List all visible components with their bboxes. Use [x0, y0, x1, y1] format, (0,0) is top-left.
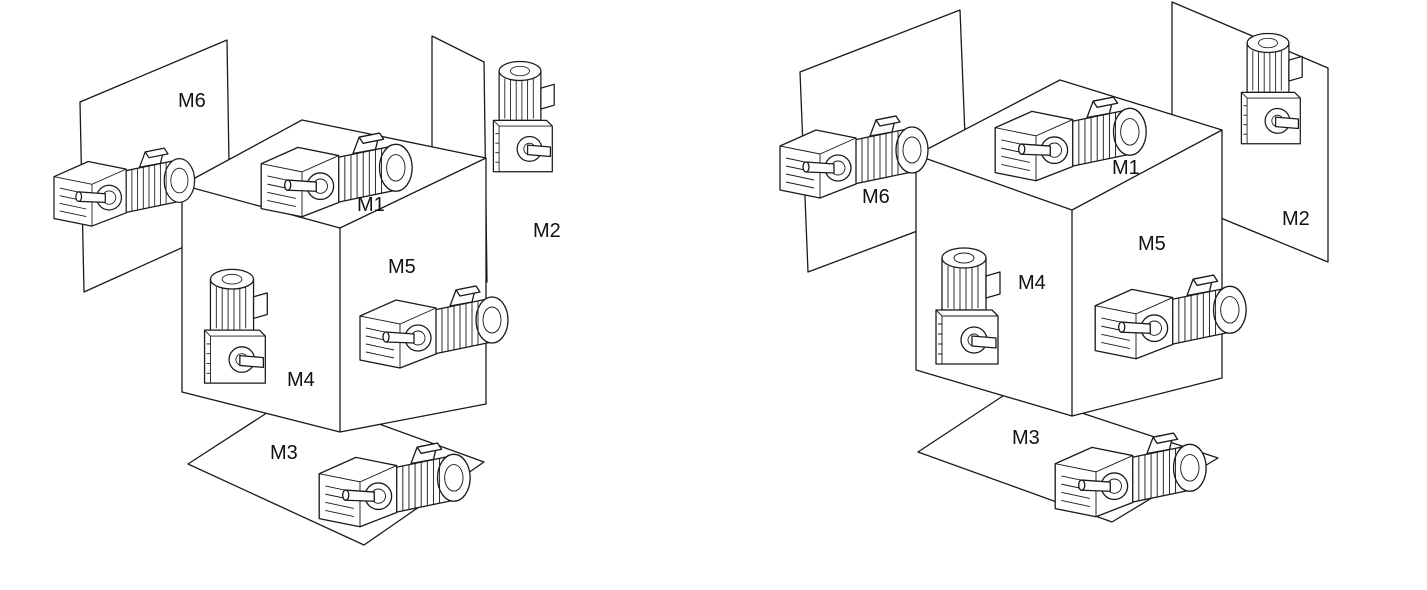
- right-label-m2: M2: [1282, 208, 1310, 230]
- right-label-m4: M4: [1018, 272, 1046, 294]
- left-label-m3: M3: [270, 442, 298, 464]
- right-motor-m2: [1240, 32, 1303, 145]
- left-motor-m3: [318, 442, 471, 528]
- right-motor-m3: [1054, 432, 1207, 518]
- right-label-m6: M6: [862, 186, 890, 208]
- left-label-m6: M6: [178, 90, 206, 112]
- right-label-m5: M5: [1138, 233, 1166, 255]
- right-m3-plane: [917, 389, 1219, 523]
- left-label-m1: M1: [357, 194, 385, 216]
- right-label-m1: M1: [1112, 157, 1140, 179]
- right-label-m3: M3: [1012, 427, 1040, 449]
- left-motor-m2: [492, 60, 555, 173]
- right-assembly: M1 M6 M2 M5 M4 M3: [779, 1, 1329, 523]
- left-label-m5: M5: [388, 256, 416, 278]
- left-assembly: M6 M1 M2 M5 M4 M3: [53, 35, 561, 546]
- left-motor-m6: [53, 147, 196, 227]
- left-m3-plane: [187, 393, 485, 546]
- left-label-m2: M2: [533, 220, 561, 242]
- left-label-m4: M4: [287, 369, 315, 391]
